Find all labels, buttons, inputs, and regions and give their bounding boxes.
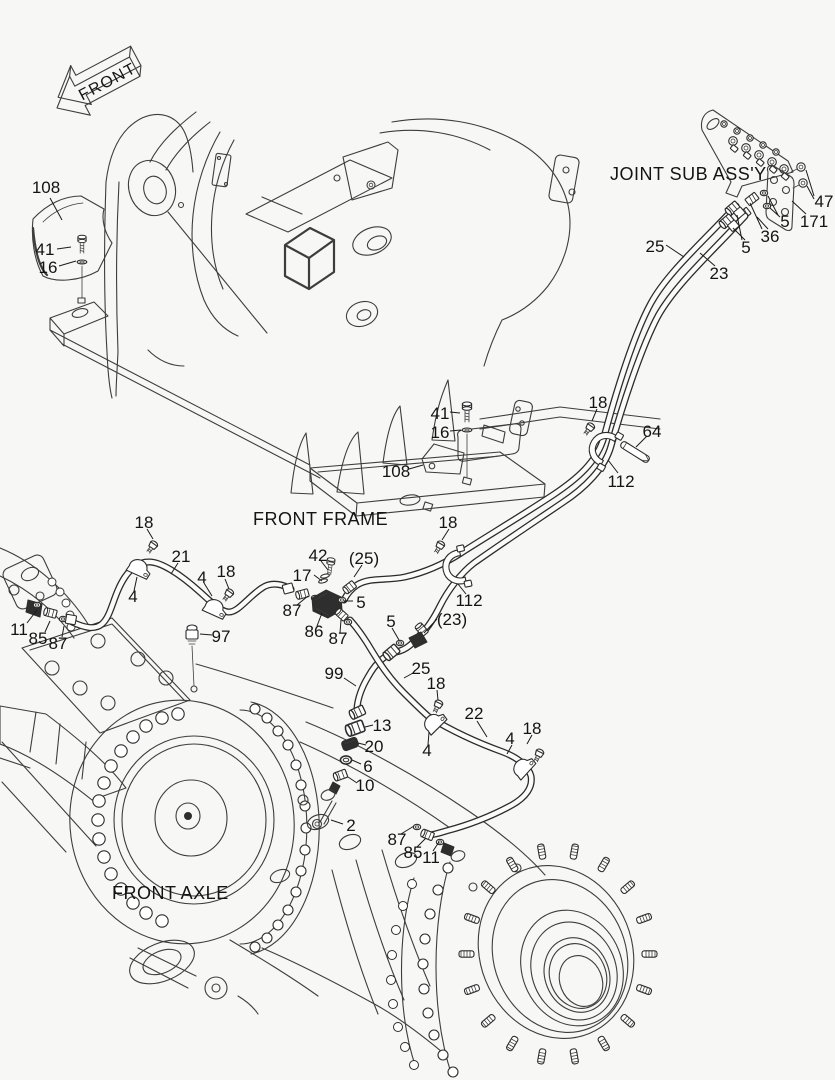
cap-20-glyph	[341, 736, 359, 752]
part-label: 4	[422, 741, 431, 760]
part-label: 87	[283, 601, 302, 620]
part-label: 108	[382, 462, 410, 481]
part-label: 11	[10, 620, 28, 639]
part-label: 18	[135, 513, 154, 532]
part-label: 87	[388, 830, 407, 849]
ring-gear-teeth	[249, 703, 312, 953]
part-label: 5	[780, 212, 789, 231]
bolt-18-glyph	[220, 587, 236, 604]
part-label: 5	[356, 593, 365, 612]
leader-lines	[26, 169, 815, 852]
front-frame-label: FRONT FRAME	[253, 509, 388, 529]
part-label: 86	[305, 622, 324, 641]
part-label: 4	[197, 568, 206, 587]
part-label: 99	[325, 664, 344, 683]
small-parts	[25, 200, 746, 862]
part-label: 25	[412, 659, 431, 678]
part-label: 112	[455, 591, 482, 610]
part-label: 18	[439, 513, 458, 532]
part-label: 85	[29, 629, 48, 648]
part-label: 11	[422, 848, 440, 867]
bolt-18-glyph	[431, 539, 447, 556]
part-label: 22	[465, 704, 484, 723]
part-label: 18	[523, 719, 542, 738]
part-number-callouts: 108 41 16 47 171 5 36 5 25 23 41 16 108 …	[10, 178, 833, 867]
part-label: 17	[293, 566, 312, 585]
part-label: 18	[427, 674, 446, 693]
part-label: 2	[346, 816, 355, 835]
bolt-18-glyph	[581, 421, 597, 438]
part-label: 36	[761, 227, 780, 246]
washer-glyph	[76, 259, 88, 265]
joint-sub-assy-label: JOINT SUB ASS'Y	[610, 164, 767, 184]
part-label: 87	[329, 629, 348, 648]
front-axle-label: FRONT AXLE	[112, 883, 229, 903]
front-axle-drawing	[0, 547, 658, 1078]
hose-23	[353, 212, 749, 712]
bolt-18-glyph	[144, 539, 160, 556]
part-label: 41	[431, 404, 450, 423]
part-label: 13	[373, 716, 392, 735]
bolt-47-glyphs	[790, 162, 808, 189]
part-label: 4	[128, 587, 137, 606]
bolt-glyph	[461, 401, 473, 423]
front-arrow: FRONT	[56, 45, 142, 116]
part-label: 5	[741, 238, 750, 257]
part-label: 23	[710, 264, 729, 283]
part-label: 112	[607, 472, 634, 491]
sensor-97-glyph	[185, 624, 199, 693]
part-label: 25	[646, 237, 665, 256]
part-label: 97	[212, 627, 231, 646]
part-label: 16	[39, 258, 58, 277]
part-label: 85	[404, 843, 423, 862]
part-label: 47	[815, 192, 834, 211]
part-label: (23)	[437, 610, 467, 629]
part-label: 108	[32, 178, 60, 197]
part-label: 18	[217, 562, 236, 581]
bolt-18-glyph	[430, 698, 445, 715]
part-label: 87	[49, 634, 68, 653]
washer-glyph	[461, 427, 473, 433]
front-frame-drawing	[31, 111, 661, 517]
part-label: 18	[589, 393, 608, 412]
part-label: 16	[431, 423, 450, 442]
part-label: (25)	[349, 549, 379, 568]
bolt-glyph	[77, 234, 87, 254]
part-label: 10	[356, 776, 375, 795]
pin-64-glyph	[620, 441, 650, 463]
part-label: 5	[386, 612, 395, 631]
part-label: 41	[36, 240, 55, 259]
part-label: 171	[800, 212, 828, 231]
part-label: 4	[505, 729, 514, 748]
part-label: 42	[309, 546, 328, 565]
part-label: 64	[643, 422, 662, 441]
part-label: 21	[172, 547, 191, 566]
hoses	[68, 202, 749, 839]
wheel-hub	[458, 843, 658, 1065]
part-label: 20	[365, 737, 384, 756]
part-label: 6	[363, 757, 372, 776]
bolt-18-glyph	[531, 747, 546, 764]
hub-spline-teeth	[386, 862, 459, 1078]
